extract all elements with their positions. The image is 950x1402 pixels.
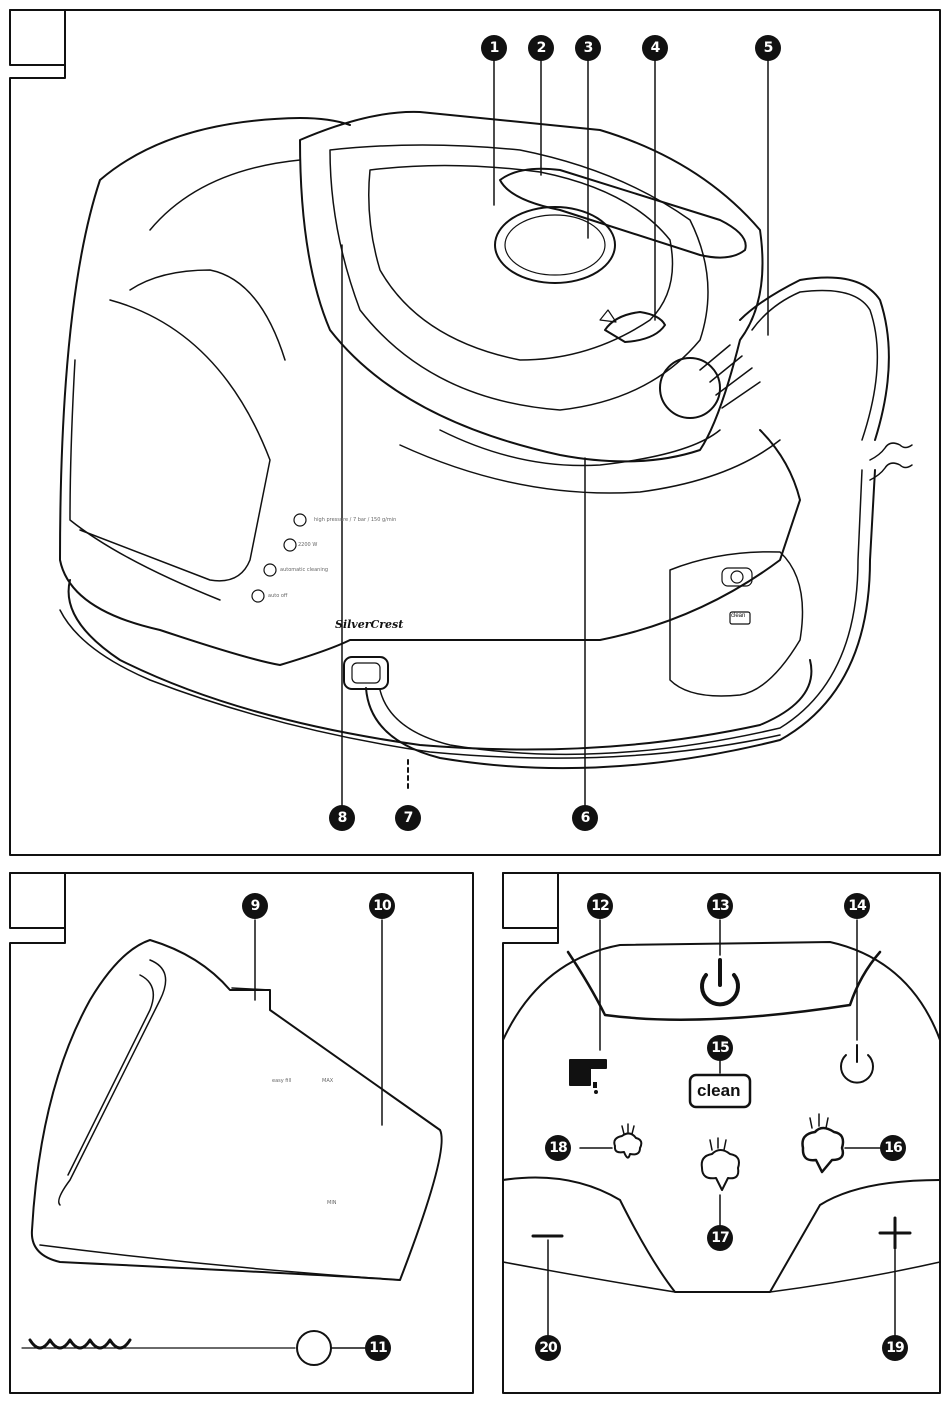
callout-12: 12: [587, 893, 613, 919]
auto-off-icon: [841, 1045, 873, 1083]
panel-label-auto-off: auto off: [268, 593, 287, 599]
steam-cloud-icon-medium: [702, 1150, 739, 1190]
steam-cloud-icon-high: [803, 1128, 844, 1172]
temperature-dial-icon: [495, 207, 615, 283]
power-icon: [702, 960, 738, 1004]
callout-11: 11: [365, 1335, 391, 1361]
callout-2: 2: [528, 35, 554, 61]
panel-label-high-pressure: high pressure / 7 bar / 150 g/min: [314, 517, 396, 523]
tank-label-min: MIN: [327, 1200, 337, 1206]
callout-6: 6: [572, 805, 598, 831]
panel-label-power: 2200 W: [298, 542, 317, 548]
callout-18: 18: [545, 1135, 571, 1161]
panel-label-auto-clean: automatic cleaning: [280, 567, 328, 573]
callout-7: 7: [395, 805, 421, 831]
station-body: [60, 118, 800, 665]
tank-label-max: MAX: [322, 1078, 333, 1084]
fig2-tab: [10, 873, 65, 928]
callout-10: 10: [369, 893, 395, 919]
callout-20: 20: [535, 1335, 561, 1361]
callout-4: 4: [642, 35, 668, 61]
plus-icon: [880, 1218, 910, 1248]
tap-icon: [570, 1060, 606, 1085]
tank-label-easy-fill: easy fill: [272, 1078, 291, 1084]
clean-button-label: clean: [697, 1081, 740, 1101]
clean-small-label: clean: [731, 613, 745, 619]
fig2-frame: [10, 873, 473, 1393]
steam-hose: [366, 470, 875, 768]
water-tank: [32, 940, 442, 1280]
callout-5: 5: [755, 35, 781, 61]
callout-8: 8: [329, 805, 355, 831]
fig1-tab: [10, 10, 65, 65]
steam-cloud-icon-low: [614, 1133, 641, 1157]
callout-14: 14: [844, 893, 870, 919]
callout-9: 9: [242, 893, 268, 919]
callout-13: 13: [707, 893, 733, 919]
callout-19: 19: [882, 1335, 908, 1361]
fig1-frame: [10, 10, 940, 855]
callout-16: 16: [880, 1135, 906, 1161]
callout-3: 3: [575, 35, 601, 61]
callout-15: 15: [707, 1035, 733, 1061]
base-plate: [69, 580, 812, 750]
brand-logo: SilverCrest: [335, 618, 403, 631]
callout-17: 17: [707, 1225, 733, 1251]
iron-body: [300, 112, 763, 462]
fig3-tab: [503, 873, 558, 928]
callout-1: 1: [481, 35, 507, 61]
